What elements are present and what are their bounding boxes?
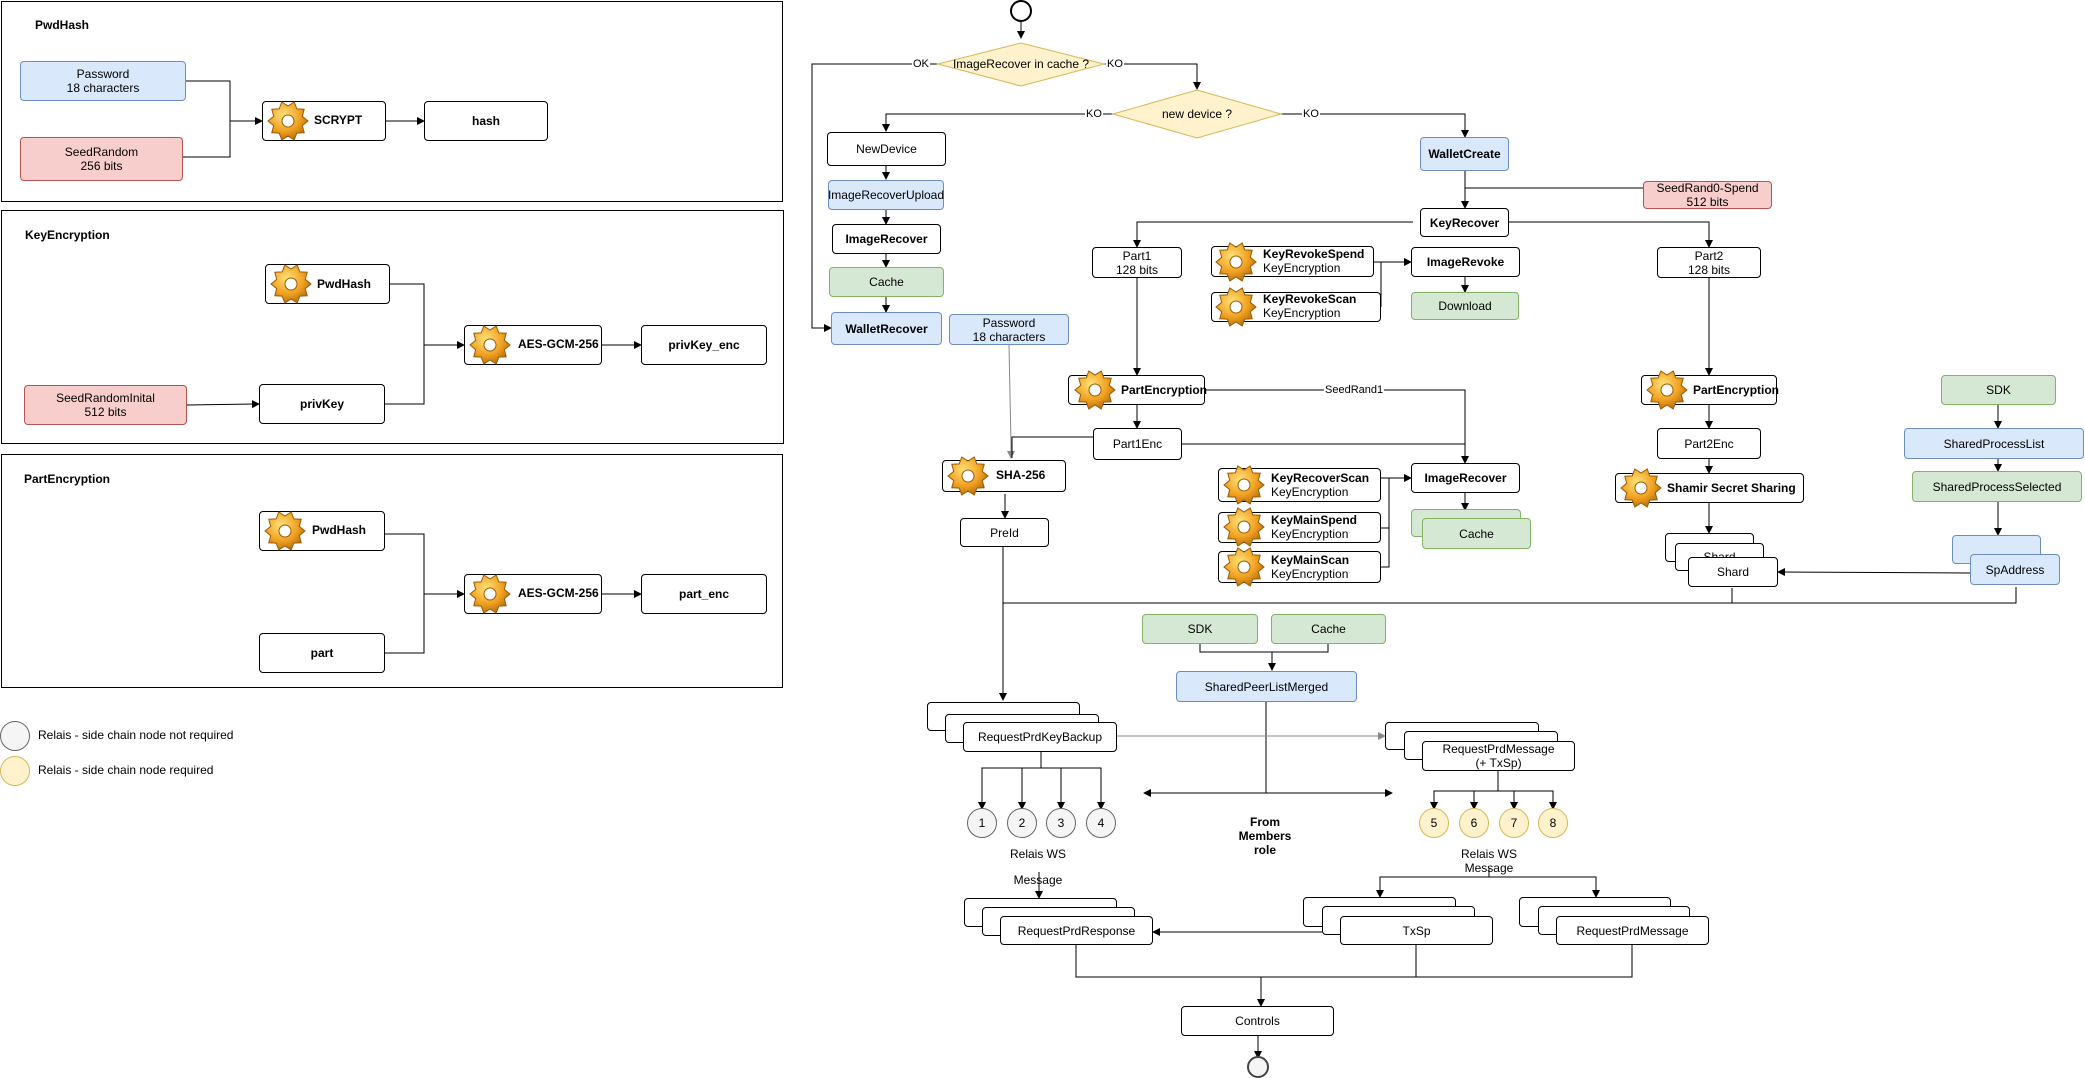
cache-node-2: Cache bbox=[1422, 518, 1531, 549]
keymainscan-title: KeyMainScan bbox=[1271, 553, 1350, 567]
sharedprocesslist-node: SharedProcessList bbox=[1904, 428, 2084, 459]
part-node: part bbox=[259, 633, 385, 673]
sdk-node-1: SDK bbox=[1941, 375, 2056, 405]
partencryption-label-2: PartEncryption bbox=[1693, 383, 1780, 397]
cache-node-1: Cache bbox=[829, 267, 944, 297]
edge-label-ok: OK bbox=[912, 58, 930, 70]
relay-node-6: 6 bbox=[1459, 808, 1489, 838]
relay-node-3: 3 bbox=[1046, 808, 1076, 838]
pwdhash-label-2: PwdHash bbox=[312, 523, 367, 537]
part2enc-node: Part2Enc bbox=[1657, 428, 1761, 459]
shard-node: Shard bbox=[1688, 557, 1778, 587]
relais-ws-label-2: Relais WS Message bbox=[1460, 847, 1517, 875]
download-node: Download bbox=[1411, 292, 1519, 320]
relay-node-1: 1 bbox=[967, 808, 997, 838]
password-input-node: Password 18 characters bbox=[20, 61, 186, 101]
walletrecover-node: WalletRecover bbox=[831, 312, 942, 345]
txsp-node: TxSp bbox=[1340, 916, 1493, 945]
edge-label-ko-3: KO bbox=[1302, 108, 1320, 120]
keymainspend-sub: KeyEncryption bbox=[1271, 527, 1349, 541]
message-label-1: Message bbox=[1013, 873, 1063, 887]
relay-node-5: 5 bbox=[1419, 808, 1449, 838]
keyrevokespend-sub: KeyEncryption bbox=[1263, 261, 1341, 275]
preid-node: PreId bbox=[960, 518, 1049, 547]
from-members-role-label: From Members role bbox=[1238, 815, 1292, 857]
imagerecover-node-1: ImageRecover bbox=[832, 224, 941, 254]
edge-label-ko-1: KO bbox=[1106, 58, 1124, 70]
keyencryption-frame bbox=[1, 210, 784, 444]
pwdhash-frame-title: PwdHash bbox=[35, 18, 90, 32]
seedrandom-node: SeedRandom 256 bits bbox=[20, 137, 183, 181]
requestprdmessage-node-2: RequestPrdMessage bbox=[1556, 916, 1709, 945]
imagerecoverupload-node: ImageRecoverUpload bbox=[828, 180, 944, 210]
relais-ws-label-1: Relais WS bbox=[1009, 847, 1066, 861]
relay-node-8: 8 bbox=[1538, 808, 1568, 838]
keymainscan-sub: KeyEncryption bbox=[1271, 567, 1349, 581]
scrypt-label: SCRYPT bbox=[314, 113, 363, 127]
aes-gcm-label-1: AES-GCM-256 bbox=[518, 337, 599, 351]
edge-label-ko-2: KO bbox=[1085, 108, 1103, 120]
keyrecover-node: KeyRecover bbox=[1420, 208, 1509, 237]
spaddress-node: SpAddress bbox=[1970, 554, 2060, 585]
part2-node: Part2 128 bits bbox=[1657, 247, 1761, 278]
password-node-2: Password 18 characters bbox=[949, 314, 1069, 345]
partencryption-frame bbox=[1, 454, 783, 688]
keyrecoverscan-title: KeyRecoverScan bbox=[1271, 471, 1370, 485]
relay-node-4: 4 bbox=[1086, 808, 1116, 838]
privkey-enc-node: privKey_enc bbox=[641, 325, 767, 365]
seedrand1-edge-label: SeedRand1 bbox=[1324, 384, 1385, 396]
hash-node: hash bbox=[424, 101, 548, 141]
aes-gcm-label-2: AES-GCM-256 bbox=[518, 586, 599, 600]
legend-not-required: Relais - side chain node not required bbox=[38, 728, 234, 742]
keyrevokescan-sub: KeyEncryption bbox=[1263, 306, 1341, 320]
sha256-label: SHA-256 bbox=[996, 468, 1046, 482]
imagerecover-node-2: ImageRecover bbox=[1411, 463, 1520, 493]
keyrevokescan-title: KeyRevokeScan bbox=[1263, 292, 1357, 306]
keyencryption-frame-title: KeyEncryption bbox=[25, 228, 110, 242]
sdk-node-2: SDK bbox=[1142, 614, 1258, 644]
keyrevokespend-title: KeyRevokeSpend bbox=[1263, 247, 1365, 261]
requestprdresponse-node: RequestPrdResponse bbox=[1000, 916, 1153, 945]
pwdhash-label-1: PwdHash bbox=[317, 277, 372, 291]
seedrand0-node: SeedRand0-Spend 512 bits bbox=[1643, 181, 1772, 209]
walletcreate-node: WalletCreate bbox=[1420, 137, 1509, 171]
keyrecoverscan-sub: KeyEncryption bbox=[1271, 485, 1349, 499]
legend-grey-circle bbox=[0, 721, 30, 751]
sharedpeerlistmerged-node: SharedPeerListMerged bbox=[1176, 671, 1357, 702]
seedrandominital-node: SeedRandomInital 512 bits bbox=[24, 385, 187, 425]
legend-yellow-circle bbox=[0, 756, 30, 786]
requestprdkeybackup-node: RequestPrdKeyBackup bbox=[963, 722, 1117, 752]
legend-required: Relais - side chain node required bbox=[38, 763, 214, 777]
cache-decision: ImageRecover in cache ? bbox=[952, 57, 1090, 71]
new-device-decision: new device ? bbox=[1161, 107, 1233, 121]
keymainspend-title: KeyMainSpend bbox=[1271, 513, 1358, 527]
part1enc-node: Part1Enc bbox=[1093, 428, 1182, 460]
sharedprocessselected-node: SharedProcessSelected bbox=[1912, 471, 2082, 502]
newdevice-node: NewDevice bbox=[827, 132, 946, 166]
relay-node-2: 2 bbox=[1007, 808, 1037, 838]
partencryption-frame-title: PartEncryption bbox=[24, 472, 111, 486]
requestprdmessage-node-1: RequestPrdMessage (+ TxSp) bbox=[1422, 741, 1575, 771]
pwdhash-frame bbox=[1, 1, 783, 202]
privkey-node: privKey bbox=[259, 384, 385, 424]
shamir-label: Shamir Secret Sharing bbox=[1667, 481, 1796, 495]
relay-node-7: 7 bbox=[1499, 808, 1529, 838]
controls-node: Controls bbox=[1181, 1006, 1334, 1036]
cache-node-3: Cache bbox=[1271, 614, 1386, 644]
partencryption-label-1: PartEncryption bbox=[1121, 383, 1208, 397]
imagerevoke-node: ImageRevoke bbox=[1411, 247, 1520, 277]
part-enc-node: part_enc bbox=[641, 574, 767, 614]
part1-node: Part1 128 bits bbox=[1092, 247, 1182, 278]
